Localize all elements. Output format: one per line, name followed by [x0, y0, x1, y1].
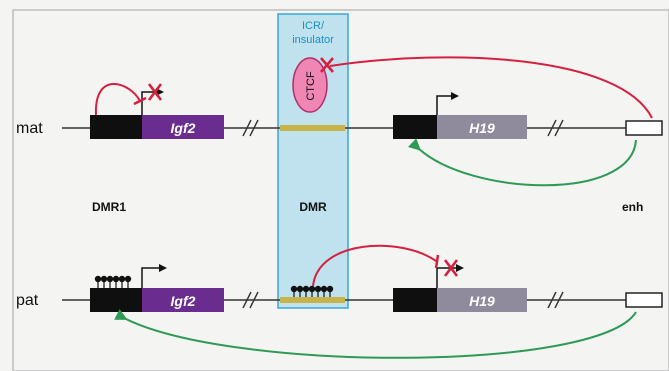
ctcf-label: CTCF [305, 71, 317, 101]
paternal-h19-block-x [443, 259, 459, 277]
maternal-enhancer-blocked-path [329, 56, 653, 119]
maternal-ctcf-block-x [320, 57, 334, 73]
region-label-dmr: DMR [299, 200, 327, 214]
paternal-h19-dmr-block [393, 288, 437, 312]
paternal-label: pat [16, 292, 39, 309]
paternal-break-mark-1 [242, 291, 259, 309]
maternal-enhancer-activation-arrow [408, 138, 637, 187]
maternal-h19-tss-arrow [436, 92, 459, 115]
maternal-break-mark-1 [242, 119, 259, 137]
paternal-igf2-gene [142, 288, 224, 312]
paternal-dmr1-methylation-marks [94, 275, 132, 288]
icr-label-line1: ICR/ [302, 20, 325, 32]
maternal-allele: mat Igf2 CTCF H19 [16, 56, 663, 187]
icr-label-line2: insulator [292, 34, 334, 46]
maternal-h19-label: H19 [469, 120, 495, 136]
paternal-h19-repression-arc [312, 244, 437, 287]
maternal-igf2-gene [142, 115, 224, 139]
paternal-igf2-tss-arrow [141, 264, 167, 288]
maternal-label: mat [16, 120, 43, 137]
paternal-enhancer [625, 292, 663, 308]
maternal-igf2-block-x [147, 83, 163, 101]
region-label-dmr1: DMR1 [92, 200, 126, 214]
region-label-enh: enh [622, 200, 643, 214]
paternal-allele: pat Igf2 H19 [16, 244, 663, 359]
maternal-dmr1-block [90, 115, 142, 139]
paternal-icr-methylation-marks [290, 285, 334, 297]
maternal-enhancer [625, 120, 663, 136]
paternal-h19-gene [437, 288, 527, 312]
paternal-h19-label: H19 [469, 293, 495, 309]
maternal-h19-gene [437, 115, 527, 139]
paternal-h19-repression-bar [434, 254, 440, 269]
maternal-dmr-bar [280, 125, 345, 131]
paternal-enhancer-activation-arrow [114, 309, 637, 359]
maternal-igf2-label: Igf2 [171, 120, 196, 136]
paternal-break-mark-2 [547, 291, 564, 309]
paternal-dmr1-block [90, 288, 142, 312]
maternal-igf2-repression-arc [94, 83, 141, 116]
figure-frame [12, 9, 669, 371]
maternal-igf2-repression-bar [133, 96, 147, 106]
paternal-igf2-label: Igf2 [171, 293, 196, 309]
paternal-dmr-bar [280, 297, 345, 303]
ctcf-protein [292, 57, 328, 113]
maternal-h19-dmr-block [393, 115, 437, 139]
maternal-break-mark-2 [547, 119, 564, 137]
